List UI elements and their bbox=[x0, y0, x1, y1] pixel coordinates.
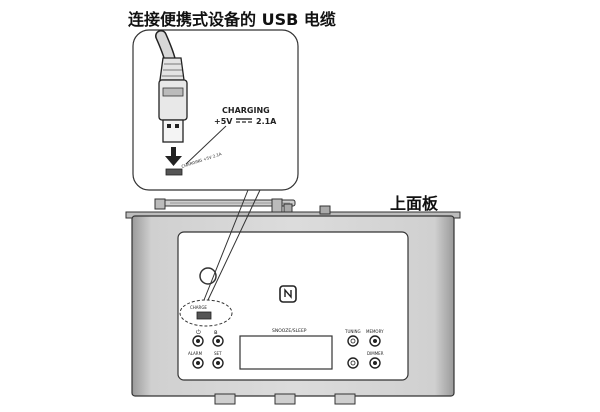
insert-arrow-icon bbox=[165, 147, 182, 166]
alarm-label: ALARM bbox=[188, 351, 203, 356]
tuning-button[interactable] bbox=[347, 335, 359, 347]
tuning-label: TUNING bbox=[344, 329, 361, 334]
display-screen bbox=[239, 335, 333, 370]
usb-cable-caption: 连接便携式设备的 USB 电缆 bbox=[128, 10, 336, 29]
port-label: CHARGE bbox=[190, 305, 207, 310]
tuning-down-button[interactable] bbox=[347, 357, 359, 369]
charging-title: CHARGING bbox=[222, 106, 270, 115]
memory-label: MEMORY bbox=[366, 329, 384, 334]
nfc-icon bbox=[279, 285, 297, 303]
antenna bbox=[154, 198, 296, 215]
charging-current: 2.1A bbox=[256, 117, 277, 126]
top-panel-caption: 上面板 bbox=[390, 194, 439, 213]
bluetooth-icon: ʙ bbox=[214, 329, 218, 336]
set-label: SET bbox=[214, 351, 222, 356]
port-highlight bbox=[179, 299, 233, 327]
power-icon: ⏻ bbox=[196, 329, 201, 336]
top-panel: CHARGE SNOOZE/SLEEP ⏻ ʙ ALARM SET TUNING… bbox=[177, 231, 409, 381]
usb-cable-icon bbox=[155, 30, 188, 143]
usb-callout-inset: CHARGING +5V 2.1A CHARGING +5V 2.1A bbox=[132, 29, 299, 191]
dc-symbol-icon bbox=[236, 118, 252, 123]
usb-charge-port[interactable] bbox=[196, 311, 212, 320]
charging-voltage: +5V bbox=[214, 117, 233, 126]
port-slot-icon bbox=[165, 168, 183, 176]
display-label: SNOOZE/SLEEP bbox=[272, 328, 307, 334]
dimmer-label: DIMMER bbox=[367, 351, 384, 356]
callout-lines bbox=[203, 189, 261, 301]
